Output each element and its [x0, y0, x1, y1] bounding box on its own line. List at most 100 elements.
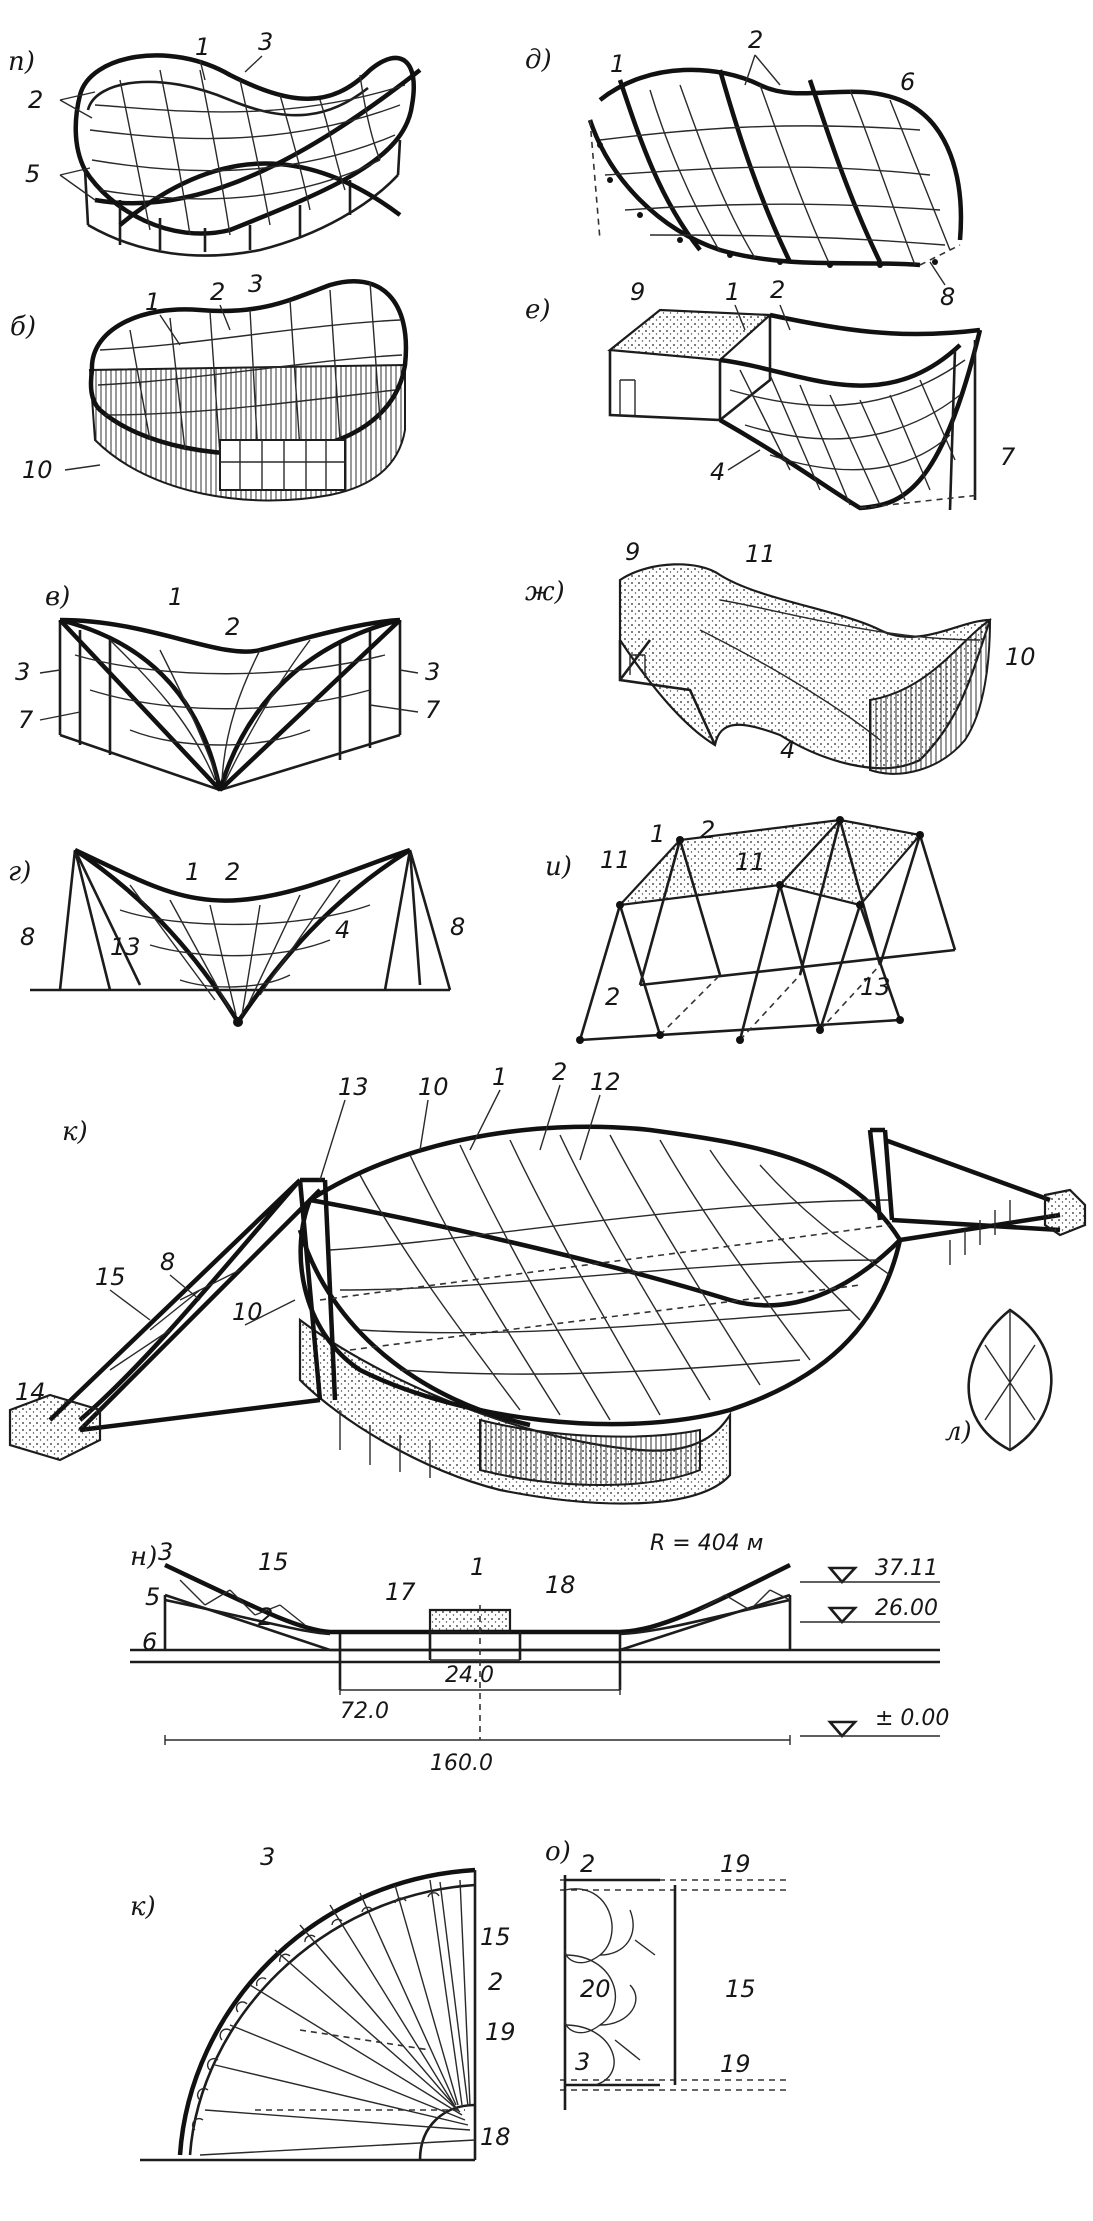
callout-e-4: 4 [710, 458, 725, 486]
panel-g: г) 1 2 4 8 8 13 [8, 847, 465, 1027]
panel-label-d: д) [525, 45, 552, 75]
callout-v-7-right: 7 [425, 696, 441, 724]
callout-i-11b: 11 [735, 848, 766, 876]
callout-o-3: 3 [575, 2048, 590, 2076]
callout-m-6: 6 [142, 1628, 157, 1656]
callout-e-9: 9 [630, 278, 645, 306]
dim-radius: R = 404 м [650, 1531, 763, 1556]
callout-g-1: 1 [185, 858, 200, 886]
panel-label-i: и) [545, 852, 572, 882]
callout-k-10: 10 [418, 1073, 449, 1101]
callout-m-17: 17 [385, 1578, 416, 1606]
callout-n-15: 15 [480, 1923, 511, 1951]
callout-d-1: 1 [610, 50, 625, 78]
callout-o-15: 15 [725, 1975, 756, 2003]
callout-i-2a: 2 [700, 816, 715, 844]
callout-zh-10: 10 [1005, 643, 1036, 671]
panel-i: и) 11 1 2 11 2 13 [545, 816, 957, 1044]
callout-e-2: 2 [770, 276, 785, 304]
callout-b-10: 10 [22, 456, 53, 484]
callout-g-4: 4 [335, 916, 350, 944]
callout-k-14: 14 [15, 1378, 46, 1406]
panel-label-zh: ж) [525, 577, 565, 607]
callout-zh-4: 4 [780, 736, 795, 764]
panel-v: в) 1 2 3 3 7 7 [15, 582, 441, 792]
dim-span-inner: 24.0 [445, 1663, 494, 1688]
callout-b-1: 1 [145, 288, 160, 316]
callout-n-2: 2 [488, 1968, 503, 1996]
callout-zh-9: 9 [625, 538, 640, 566]
callout-i-13: 13 [860, 973, 891, 1001]
scallop-edge [191, 1892, 440, 2131]
panel-label-k: к) [62, 1117, 88, 1147]
callout-d-8: 8 [940, 283, 955, 311]
callout-k-15: 15 [95, 1263, 126, 1291]
panel-label-a: п) [8, 47, 35, 77]
inset-lens-l [967, 1308, 1053, 1452]
callout-e-1: 1 [725, 278, 740, 306]
callout-k-13: 13 [338, 1073, 369, 1101]
callout-k-1: 1 [492, 1063, 507, 1091]
callout-o-2: 2 [580, 1850, 595, 1878]
callout-g-8-right: 8 [450, 913, 465, 941]
callout-k-10b: 10 [232, 1298, 263, 1326]
panel-label-g: г) [8, 857, 31, 887]
callout-k-12: 12 [590, 1068, 621, 1096]
callout-v-3-right: 3 [425, 658, 440, 686]
panel-label-b: б) [10, 312, 36, 342]
dim-span-mid: 72.0 [340, 1699, 389, 1724]
callout-k-2: 2 [552, 1058, 567, 1086]
callout-n-19: 19 [485, 2018, 516, 2046]
callout-v-2: 2 [225, 613, 240, 641]
panel-label-o: о) [545, 1837, 571, 1867]
callout-a-3: 3 [258, 28, 273, 56]
callout-a-1: 1 [195, 33, 210, 61]
callout-d-6: 6 [900, 68, 915, 96]
panel-o: о) 2 19 20 15 3 19 [545, 1837, 790, 2110]
panel-zh: ж) 9 11 10 4 [525, 538, 1036, 775]
callout-n-3: 3 [260, 1843, 275, 1871]
panel-e: е) 9 1 2 4 7 [525, 276, 1016, 511]
callout-m-5: 5 [145, 1583, 160, 1611]
callout-b-2: 2 [210, 278, 225, 306]
callout-zh-11: 11 [745, 540, 776, 568]
panel-m: н) R = 404 м 37.11 26.00 ± 0.00 24.0 72.… [130, 1531, 949, 1776]
callout-o-20: 20 [580, 1975, 611, 2003]
callout-d-2: 2 [748, 26, 763, 54]
callout-m-3: 3 [158, 1538, 173, 1566]
callout-o-19a: 19 [720, 1850, 751, 1878]
ground-anchors-d [597, 142, 938, 268]
panel-b: б) 1 2 3 10 [10, 270, 409, 502]
callout-g-8-left: 8 [20, 923, 35, 951]
callout-v-3-left: 3 [15, 658, 30, 686]
callout-i-11: 11 [600, 846, 631, 874]
callout-v-1: 1 [168, 583, 183, 611]
callout-m-1: 1 [470, 1553, 485, 1581]
door-grid [219, 439, 346, 491]
callout-n-18: 18 [480, 2123, 511, 2151]
dim-elev-mid: 26.00 [875, 1596, 938, 1621]
callout-e-7: 7 [1000, 443, 1016, 471]
panel-a: п) 1 3 2 5 [8, 28, 422, 257]
panel-label-n: к) [130, 1892, 156, 1922]
callout-k-8: 8 [160, 1248, 175, 1276]
callout-a-5: 5 [25, 160, 40, 188]
callout-m-15: 15 [258, 1548, 289, 1576]
panel-n: к) 3 15 2 19 18 [130, 1843, 516, 2162]
dim-span-total: 160.0 [430, 1751, 493, 1776]
panel-d: д) 1 2 6 8 [525, 26, 964, 311]
callout-i-1: 1 [650, 820, 665, 848]
dim-elev-top: 37.11 [875, 1556, 938, 1581]
node-markers-i [576, 816, 924, 1044]
callout-m-2: 2 [258, 1603, 273, 1631]
callout-g-13: 13 [110, 933, 141, 961]
callout-i-2b: 2 [605, 983, 620, 1011]
dim-elev-zero: ± 0.00 [875, 1706, 949, 1731]
callout-o-19b: 19 [720, 2050, 751, 2078]
panel-label-l: л) [945, 1417, 972, 1447]
panel-k: к) 13 10 1 2 12 15 8 10 14 л) [8, 1058, 1087, 1505]
callout-b-3: 3 [248, 270, 263, 298]
callout-v-7-left: 7 [18, 706, 34, 734]
